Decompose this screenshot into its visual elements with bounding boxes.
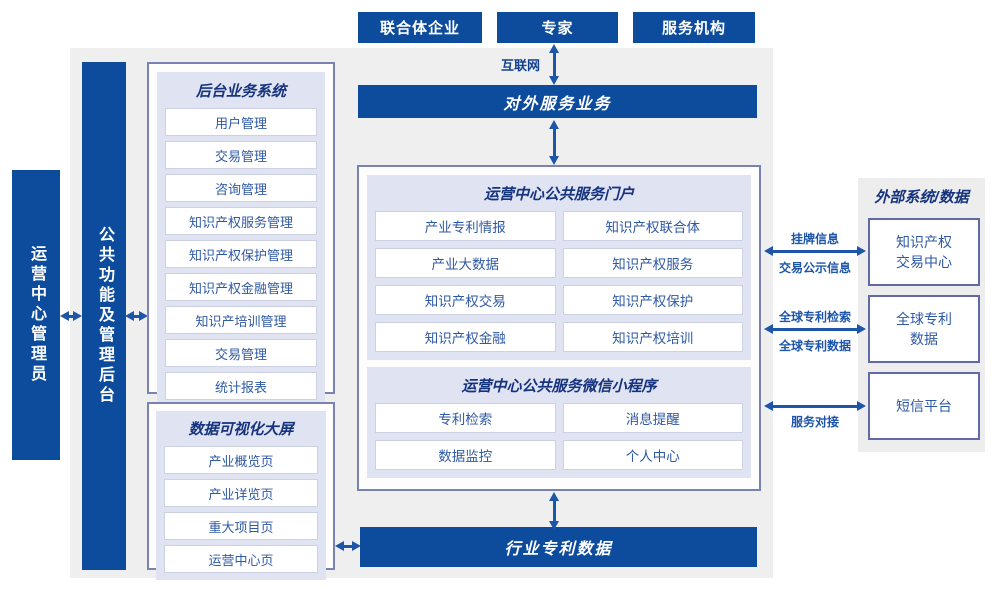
link-label: 挂牌信息 bbox=[790, 232, 839, 246]
list-item: 知识产权金融管理 bbox=[165, 273, 317, 301]
external-service-bar: 对外服务业务 bbox=[358, 85, 757, 118]
list-item: 产业大数据 bbox=[375, 248, 556, 278]
list-item: 个人中心 bbox=[562, 440, 743, 470]
list-item: 专利检索 bbox=[375, 403, 556, 433]
public-function-backend-bar: 公共功能及管理后台 bbox=[82, 62, 126, 570]
actor-box-service-organizations: 服务机构 bbox=[633, 12, 755, 43]
portal-title: 运营中心公共服务门户 bbox=[483, 186, 634, 203]
link-label: 服务对接 bbox=[790, 415, 839, 429]
backend-to-system-double-arrow-icon bbox=[125, 311, 148, 321]
list-item: 知识产权培训 bbox=[562, 322, 743, 352]
portal-box: 运营中心公共服务门户 产业专利情报 知识产权联合体 产业大数据 知识产权服务 知… bbox=[357, 165, 761, 491]
external-systems-panel: 外部系统/数据 知识产权 交易中心 全球专利 数据 短信平台 bbox=[858, 178, 985, 452]
list-item: 产业专利情报 bbox=[375, 211, 556, 241]
portal-to-sms-double-arrow-icon bbox=[764, 401, 866, 411]
list-item: 咨询管理 bbox=[165, 174, 317, 202]
list-item: 知识产权服务管理 bbox=[165, 207, 317, 235]
backend-system-title: 后台业务系统 bbox=[195, 83, 286, 100]
operation-center-admin-bar: 运营中心管理员 bbox=[12, 170, 60, 460]
external-systems-title: 外部系统/数据 bbox=[874, 189, 969, 206]
portal-panel: 运营中心公共服务门户 产业专利情报 知识产权联合体 产业大数据 知识产权服务 知… bbox=[367, 175, 751, 360]
list-item: 知识产培训管理 bbox=[165, 306, 317, 334]
industry-patent-data-bar: 行业专利数据 bbox=[360, 527, 757, 567]
list-item: 产业概览页 bbox=[164, 446, 318, 474]
list-item: 知识产权联合体 bbox=[562, 211, 743, 241]
backend-system-panel: 后台业务系统 用户管理 交易管理 咨询管理 知识产权服务管理 知识产权保护管理 … bbox=[157, 72, 325, 408]
miniapp-title: 运营中心公共服务微信小程序 bbox=[461, 378, 657, 395]
internet-label: 互联网 bbox=[500, 58, 540, 73]
list-item: 知识产权服务 bbox=[562, 248, 743, 278]
link-label: 全球专利数据 bbox=[778, 339, 851, 353]
list-item: 知识产权保护 bbox=[562, 285, 743, 315]
backend-system-box: 后台业务系统 用户管理 交易管理 咨询管理 知识产权服务管理 知识产权保护管理 … bbox=[147, 62, 335, 408]
list-item: 交易管理 bbox=[165, 339, 317, 367]
list-item: 重大项目页 bbox=[164, 512, 318, 540]
dashboard-panel: 数据可视化大屏 产业概览页 产业详览页 重大项目页 运营中心页 bbox=[156, 411, 326, 580]
list-item: 交易管理 bbox=[165, 141, 317, 169]
list-item: 知识产权金融 bbox=[375, 322, 556, 352]
list-item: 知识产权保护管理 bbox=[165, 240, 317, 268]
portal-to-industry-double-arrow-icon bbox=[549, 492, 559, 530]
list-item: 统计报表 bbox=[165, 372, 317, 400]
dashboard-list: 产业概览页 产业详览页 重大项目页 运营中心页 bbox=[164, 446, 318, 573]
link-label: 交易公示信息 bbox=[778, 261, 851, 275]
miniapp-grid: 专利检索 消息提醒 数据监控 个人中心 bbox=[375, 403, 743, 470]
external-box-sms-platform: 短信平台 bbox=[868, 372, 980, 440]
miniapp-panel: 运营中心公共服务微信小程序 专利检索 消息提醒 数据监控 个人中心 bbox=[367, 367, 751, 478]
bar-to-portal-double-arrow-icon bbox=[549, 120, 559, 165]
dashboard-box: 数据可视化大屏 产业概览页 产业详览页 重大项目页 运营中心页 bbox=[147, 402, 335, 580]
backend-system-list: 用户管理 交易管理 咨询管理 知识产权服务管理 知识产权保护管理 知识产权金融管… bbox=[165, 108, 317, 400]
external-box-ip-trading-center: 知识产权 交易中心 bbox=[868, 218, 980, 286]
list-item: 运营中心页 bbox=[164, 545, 318, 573]
list-item: 消息提醒 bbox=[562, 403, 743, 433]
list-item: 产业详览页 bbox=[164, 479, 318, 507]
admin-to-backend-double-arrow-icon bbox=[60, 311, 82, 321]
actor-box-consortium-enterprises: 联合体企业 bbox=[358, 12, 482, 43]
list-item: 用户管理 bbox=[165, 108, 317, 136]
list-item: 数据监控 bbox=[375, 440, 556, 470]
external-box-global-patent-data: 全球专利 数据 bbox=[868, 295, 980, 363]
portal-to-patent-data-double-arrow-icon bbox=[764, 324, 866, 334]
dashboard-to-industry-double-arrow-icon bbox=[335, 541, 361, 551]
portal-grid: 产业专利情报 知识产权联合体 产业大数据 知识产权服务 知识产权交易 知识产权保… bbox=[375, 211, 743, 352]
actor-box-experts: 专家 bbox=[497, 12, 618, 43]
list-item: 知识产权交易 bbox=[375, 285, 556, 315]
dashboard-title: 数据可视化大屏 bbox=[188, 421, 294, 438]
portal-to-trading-center-double-arrow-icon bbox=[764, 246, 866, 256]
internet-double-arrow-icon bbox=[549, 44, 559, 85]
link-label: 全球专利检索 bbox=[778, 310, 851, 324]
